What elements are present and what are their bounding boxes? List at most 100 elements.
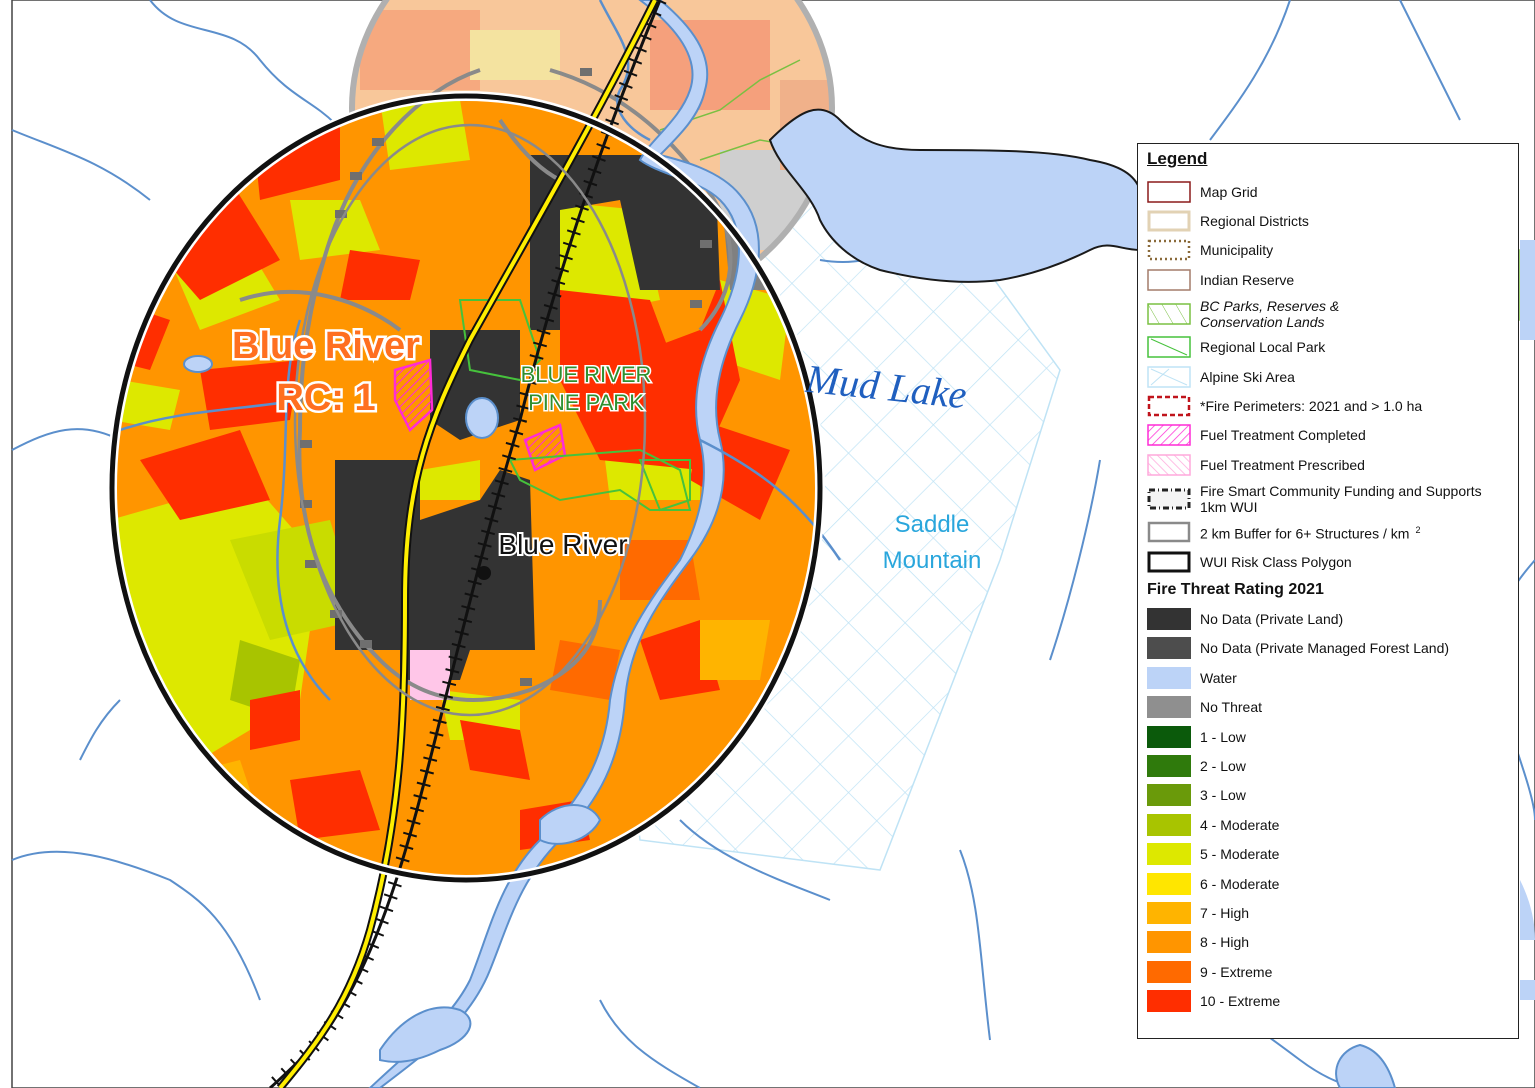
threat-legend-item: 5 - Moderate (1147, 839, 1510, 868)
threat-legend-label: 7 - High (1200, 904, 1250, 921)
threat-color-swatch (1147, 725, 1191, 748)
legend-item-wui-polygon: WUI Risk Class Polygon (1147, 547, 1510, 576)
legend-label: Regional Local Park (1200, 339, 1326, 356)
municipality-swatch (1147, 239, 1191, 261)
park-label-line1: BLUE RIVER (521, 362, 652, 387)
threat-color-swatch (1147, 666, 1191, 689)
threat-legend-item: No Threat (1147, 692, 1510, 721)
map-frame (11, 0, 1535, 1088)
threat-legend-title: Fire Threat Rating 2021 (1147, 581, 1324, 599)
map-grid-swatch (1147, 180, 1191, 203)
threat-legend-label: 9 - Extreme (1200, 963, 1273, 980)
threat-legend-item: 7 - High (1147, 898, 1510, 927)
community-point[interactable] (477, 566, 491, 580)
legend-label-line2: 1km WUI (1200, 498, 1258, 515)
threat-legend-label: 10 - Extreme (1200, 993, 1281, 1010)
threat-color-swatch (1147, 754, 1191, 777)
legend-label: Fuel Treatment Completed (1200, 427, 1366, 444)
legend-label: WUI Risk Class Polygon (1200, 553, 1352, 570)
legend-label-line2: Conservation Lands (1200, 313, 1325, 330)
threat-legend-label: 3 - Low (1200, 787, 1246, 804)
legend-label: BC Parks, Reserves & (1200, 297, 1340, 314)
legend-label: 2 km Buffer for 6+ Structures / km (1200, 526, 1410, 543)
threat-legend-item: 2 - Low (1147, 751, 1510, 780)
alpine-ski-area-swatch (1147, 365, 1191, 388)
threat-color-swatch (1147, 931, 1191, 954)
firesmart-swatch (1147, 488, 1191, 510)
legend-label: Alpine Ski Area (1200, 368, 1295, 385)
threat-legend-item: 6 - Moderate (1147, 869, 1510, 898)
highway (276, 0, 659, 1088)
legend-item-alpine-ski-area: Alpine Ski Area (1147, 362, 1510, 391)
threat-legend-label: 1 - Low (1200, 728, 1246, 745)
threat-color-swatch (1147, 990, 1191, 1013)
threat-color-swatch (1147, 843, 1191, 866)
legend-item-regional-local-park: Regional Local Park (1147, 333, 1510, 362)
buffer-swatch (1147, 521, 1191, 543)
regional-local-park-swatch (1147, 336, 1191, 358)
legend-label: Fire Smart Community Funding and Support… (1200, 482, 1482, 499)
threat-legend-item: 1 - Low (1147, 722, 1510, 751)
threat-legend-item: 4 - Moderate (1147, 810, 1510, 839)
legend-label: Fuel Treatment Prescribed (1200, 456, 1365, 473)
threat-legend-item: 8 - High (1147, 928, 1510, 957)
two-km-buffer (293, 123, 647, 717)
legend-item-municipality: Municipality (1147, 236, 1510, 265)
legend-title: Legend (1147, 149, 1208, 168)
threat-legend-item: 3 - Low (1147, 781, 1510, 810)
wui-label-line2: RC: 1 (276, 377, 375, 419)
threat-legend-label: 5 - Moderate (1200, 846, 1280, 863)
legend-label: *Fire Perimeters: 2021 and > 1.0 ha (1200, 398, 1423, 415)
legend-label: Indian Reserve (1200, 271, 1295, 288)
threat-color-swatch (1147, 696, 1191, 719)
regional-local-park (458, 299, 692, 512)
threat-legend-label: 8 - High (1200, 934, 1250, 951)
legend-label: Municipality (1200, 242, 1274, 259)
threat-legend-label: No Data (Private Land) (1200, 610, 1344, 627)
fuel-treatment-completed-west (393, 358, 434, 433)
threat-legend-label: 4 - Moderate (1200, 816, 1280, 833)
threat-color-swatch (1147, 901, 1191, 924)
indian-reserve-swatch (1147, 269, 1191, 291)
threat-legend-label: Water (1200, 669, 1237, 686)
threat-legend-label: 2 - Low (1200, 757, 1246, 774)
legend-superscript: 2 (1415, 525, 1421, 536)
water-features (183, 0, 1535, 1088)
threat-legend-list: No Data (Private Land) No Data (Private M… (1147, 604, 1510, 1015)
legend-item-indian-reserve: Indian Reserve (1147, 265, 1510, 294)
regional-districts-swatch (1147, 210, 1191, 232)
legend-item-bc-parks: BC Parks, Reserves &Conservation Lands (1147, 295, 1510, 333)
legend-panel: Legend Map Grid Regional Districts Munic… (1137, 143, 1519, 1039)
legend-item-fuel-completed: Fuel Treatment Completed (1147, 421, 1510, 450)
threat-legend-item: 9 - Extreme (1147, 957, 1510, 986)
threat-legend-item: Water (1147, 663, 1510, 692)
wui-polygon-swatch (1147, 551, 1191, 573)
legend-item-map-grid: Map Grid (1147, 177, 1510, 206)
community-label: Blue River (498, 529, 627, 560)
wui-label-line1: Blue River (232, 325, 420, 367)
threat-legend-item: No Data (Private Managed Forest Land) (1147, 634, 1510, 663)
threat-color-swatch (1147, 960, 1191, 983)
threat-legend-label: No Threat (1200, 699, 1262, 716)
wui-risk-class-polygon (109, 93, 823, 883)
legend-item-fire-perimeters: *Fire Perimeters: 2021 and > 1.0 ha (1147, 391, 1510, 420)
threat-color-swatch (1147, 784, 1191, 807)
threat-legend-label: No Data (Private Managed Forest Land) (1200, 640, 1450, 657)
legend-item-buffer: 2 km Buffer for 6+ Structures / km 2 (1147, 518, 1510, 547)
fuel-completed-swatch (1147, 424, 1191, 447)
park-label-line2: PINE PARK (528, 390, 644, 415)
threat-color-swatch (1147, 637, 1191, 660)
wui-fire-threat-fill (112, 96, 820, 880)
river-meanders (119, 0, 842, 701)
legend-label: Regional Districts (1200, 213, 1309, 230)
fuel-prescribed-swatch (1147, 454, 1191, 476)
legend-item-fuel-prescribed: Fuel Treatment Prescribed (1147, 450, 1510, 479)
mountain-label-line2: Mountain (883, 547, 982, 574)
threat-color-swatch (1147, 872, 1191, 895)
road-ticks (300, 68, 712, 686)
threat-legend-item: 10 - Extreme (1147, 986, 1510, 1015)
threat-legend-label: 6 - Moderate (1200, 875, 1280, 892)
threat-color-swatch (1147, 813, 1191, 836)
mountain-label-line1: Saddle (895, 511, 970, 538)
